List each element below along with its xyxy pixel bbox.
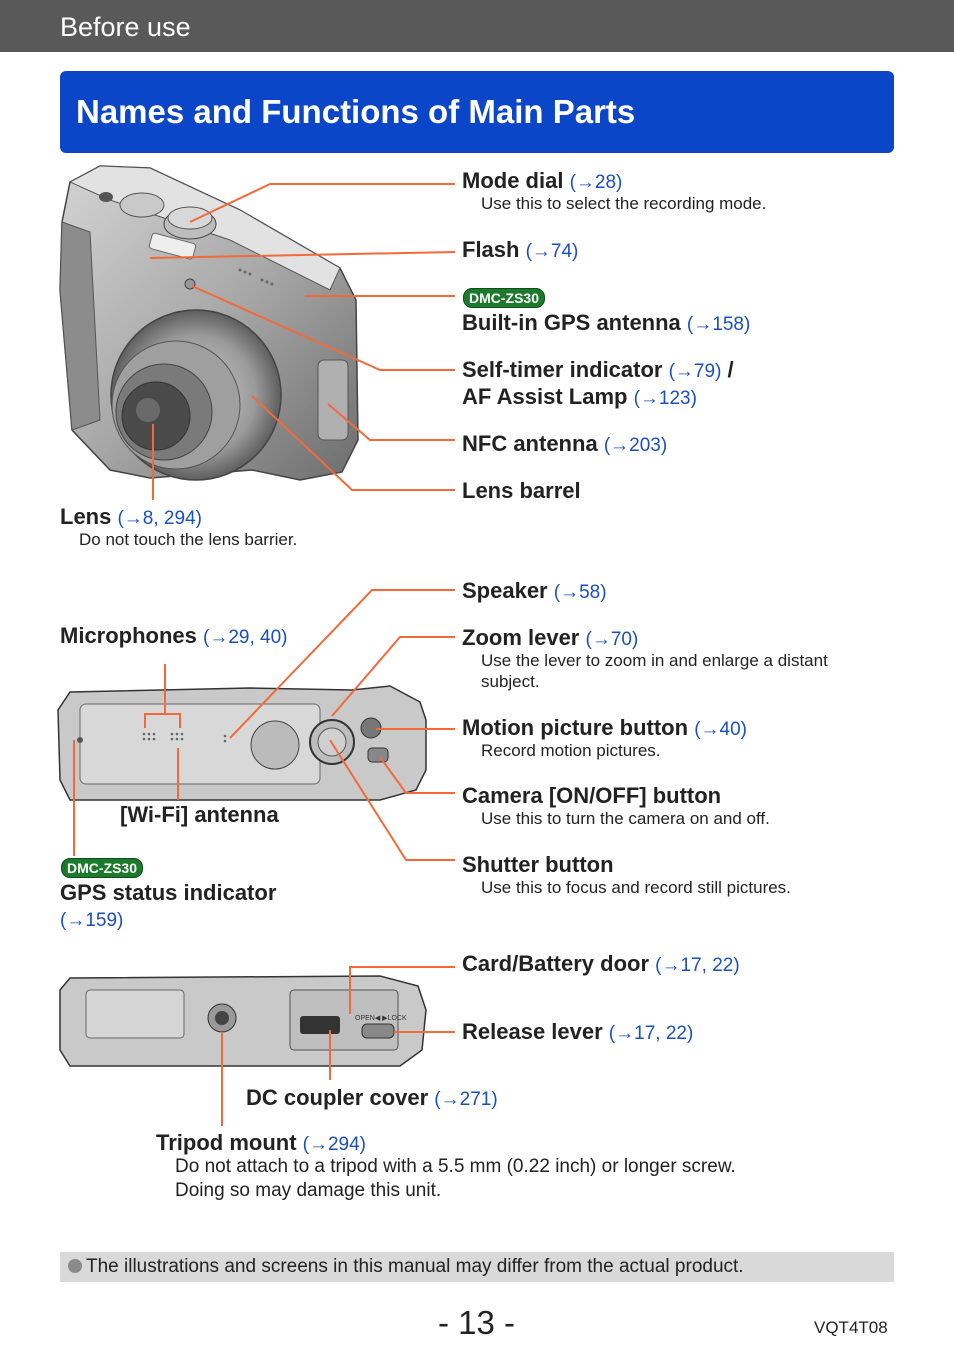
zoom-lever-ref: (→70) — [585, 629, 639, 650]
motion-button-name: Motion picture button — [462, 715, 689, 740]
gps-antenna-ref: (→158) — [686, 314, 751, 335]
motion-button-desc: Record motion pictures. — [481, 741, 661, 760]
card-door-ref: (→17, 22) — [655, 955, 740, 976]
lens-barrel-label: Lens barrel — [462, 478, 581, 503]
lens-desc: Do not touch the lens barrier. — [79, 530, 298, 549]
speaker-ref: (→58) — [553, 582, 607, 603]
mode-dial-name: Mode dial — [462, 168, 564, 193]
mode-dial-label: Mode dial (→28) — [462, 168, 622, 196]
section-title: Before use — [60, 12, 191, 42]
shutter-button-label: Shutter button — [462, 852, 614, 877]
section-header-bar: Before use — [0, 0, 954, 52]
camera-top-view — [57, 685, 427, 801]
zoom-lever-desc: Use the lever to zoom in and enlarge a d… — [481, 651, 828, 691]
speaker-label: Speaker (→58) — [462, 578, 607, 606]
note-box: The illustrations and screens in this ma… — [60, 1252, 894, 1282]
card-door-name: Card/Battery door — [462, 951, 650, 976]
gps-status-ref-line: (→159) — [60, 906, 123, 934]
flash-label: Flash (→74) — [462, 237, 578, 265]
nfc-name: NFC antenna — [462, 431, 598, 456]
motion-button-label: Motion picture button (→40) — [462, 715, 747, 743]
tripod-mount-ref: (→294) — [302, 1134, 367, 1155]
wifi-antenna-label: [Wi-Fi] antenna — [120, 802, 279, 827]
power-button-label: Camera [ON/OFF] button — [462, 783, 722, 808]
nfc-label: NFC antenna (→203) — [462, 431, 667, 459]
tripod-desc-2: Doing so may damage this unit. — [175, 1180, 442, 1201]
dc-coupler-ref: (→271) — [434, 1089, 498, 1110]
page-title-box: Names and Functions of Main Parts — [60, 71, 894, 153]
release-lever-name: Release lever — [462, 1019, 603, 1044]
speaker-name: Speaker — [462, 578, 548, 603]
camera-bottom-view: OPEN◀ ▶LOCK — [59, 975, 427, 1067]
power-button-desc: Use this to turn the camera on and off. — [481, 809, 770, 828]
af-assist-name: AF Assist Lamp — [462, 384, 628, 409]
dc-coupler-label: DC coupler cover (→271) — [246, 1085, 498, 1113]
self-timer-name: Self-timer indicator — [462, 357, 663, 382]
microphones-name: Microphones — [60, 623, 197, 648]
note-text: The illustrations and screens in this ma… — [86, 1256, 744, 1277]
release-lever-label: Release lever (→17, 22) — [462, 1019, 693, 1047]
flash-ref: (→74) — [525, 241, 579, 262]
gps-antenna-label: Built-in GPS antenna (→158) — [462, 310, 750, 338]
model-badge: DMC-ZS30 — [463, 288, 546, 308]
tripod-mount-label: Tripod mount (→294) — [156, 1130, 366, 1158]
document-code: VQT4T08 — [814, 1318, 888, 1337]
lens-label: Lens (→8, 294) — [60, 504, 202, 532]
lens-ref: (→8, 294) — [117, 508, 202, 529]
leader-lines — [73, 183, 456, 1126]
flash-name: Flash — [462, 237, 520, 262]
gps-status-label: GPS status indicator — [60, 880, 277, 905]
microphones-label: Microphones (→29, 40) — [60, 623, 288, 651]
page-number: - 13 - — [438, 1304, 516, 1341]
tripod-mount-name: Tripod mount — [156, 1130, 297, 1155]
release-lever-ref: (→17, 22) — [608, 1023, 694, 1044]
lock-label: OPEN◀ ▶LOCK — [355, 1015, 407, 1022]
card-door-label: Card/Battery door (→17, 22) — [462, 951, 740, 979]
nfc-ref: (→203) — [603, 435, 668, 456]
label-slash: / — [727, 357, 734, 382]
dc-coupler-name: DC coupler cover — [246, 1085, 429, 1110]
microphones-ref: (→29, 40) — [203, 627, 288, 648]
af-assist-label: AF Assist Lamp (→123) — [462, 384, 697, 412]
self-timer-ref: (→79) — [668, 361, 722, 382]
shutter-button-desc: Use this to focus and record still pictu… — [481, 878, 791, 897]
page-title: Names and Functions of Main Parts — [76, 93, 636, 130]
camera-front-view — [59, 165, 359, 481]
gps-antenna-name: Built-in GPS antenna — [462, 310, 681, 335]
gps-status-ref: (→159) — [60, 910, 124, 931]
mode-dial-ref: (→28) — [569, 172, 623, 193]
zoom-lever-label: Zoom lever (→70) — [462, 625, 638, 653]
bullet-icon — [68, 1259, 82, 1273]
tripod-desc-1: Do not attach to a tripod with a 5.5 mm … — [175, 1156, 736, 1177]
lens-name: Lens — [60, 504, 112, 529]
motion-button-ref: (→40) — [694, 719, 747, 740]
zoom-lever-name: Zoom lever — [462, 625, 580, 650]
mode-dial-desc: Use this to select the recording mode. — [481, 194, 767, 213]
model-badge: DMC-ZS30 — [61, 858, 144, 878]
self-timer-label: Self-timer indicator (→79) / — [462, 357, 734, 385]
af-assist-ref: (→123) — [633, 388, 697, 409]
